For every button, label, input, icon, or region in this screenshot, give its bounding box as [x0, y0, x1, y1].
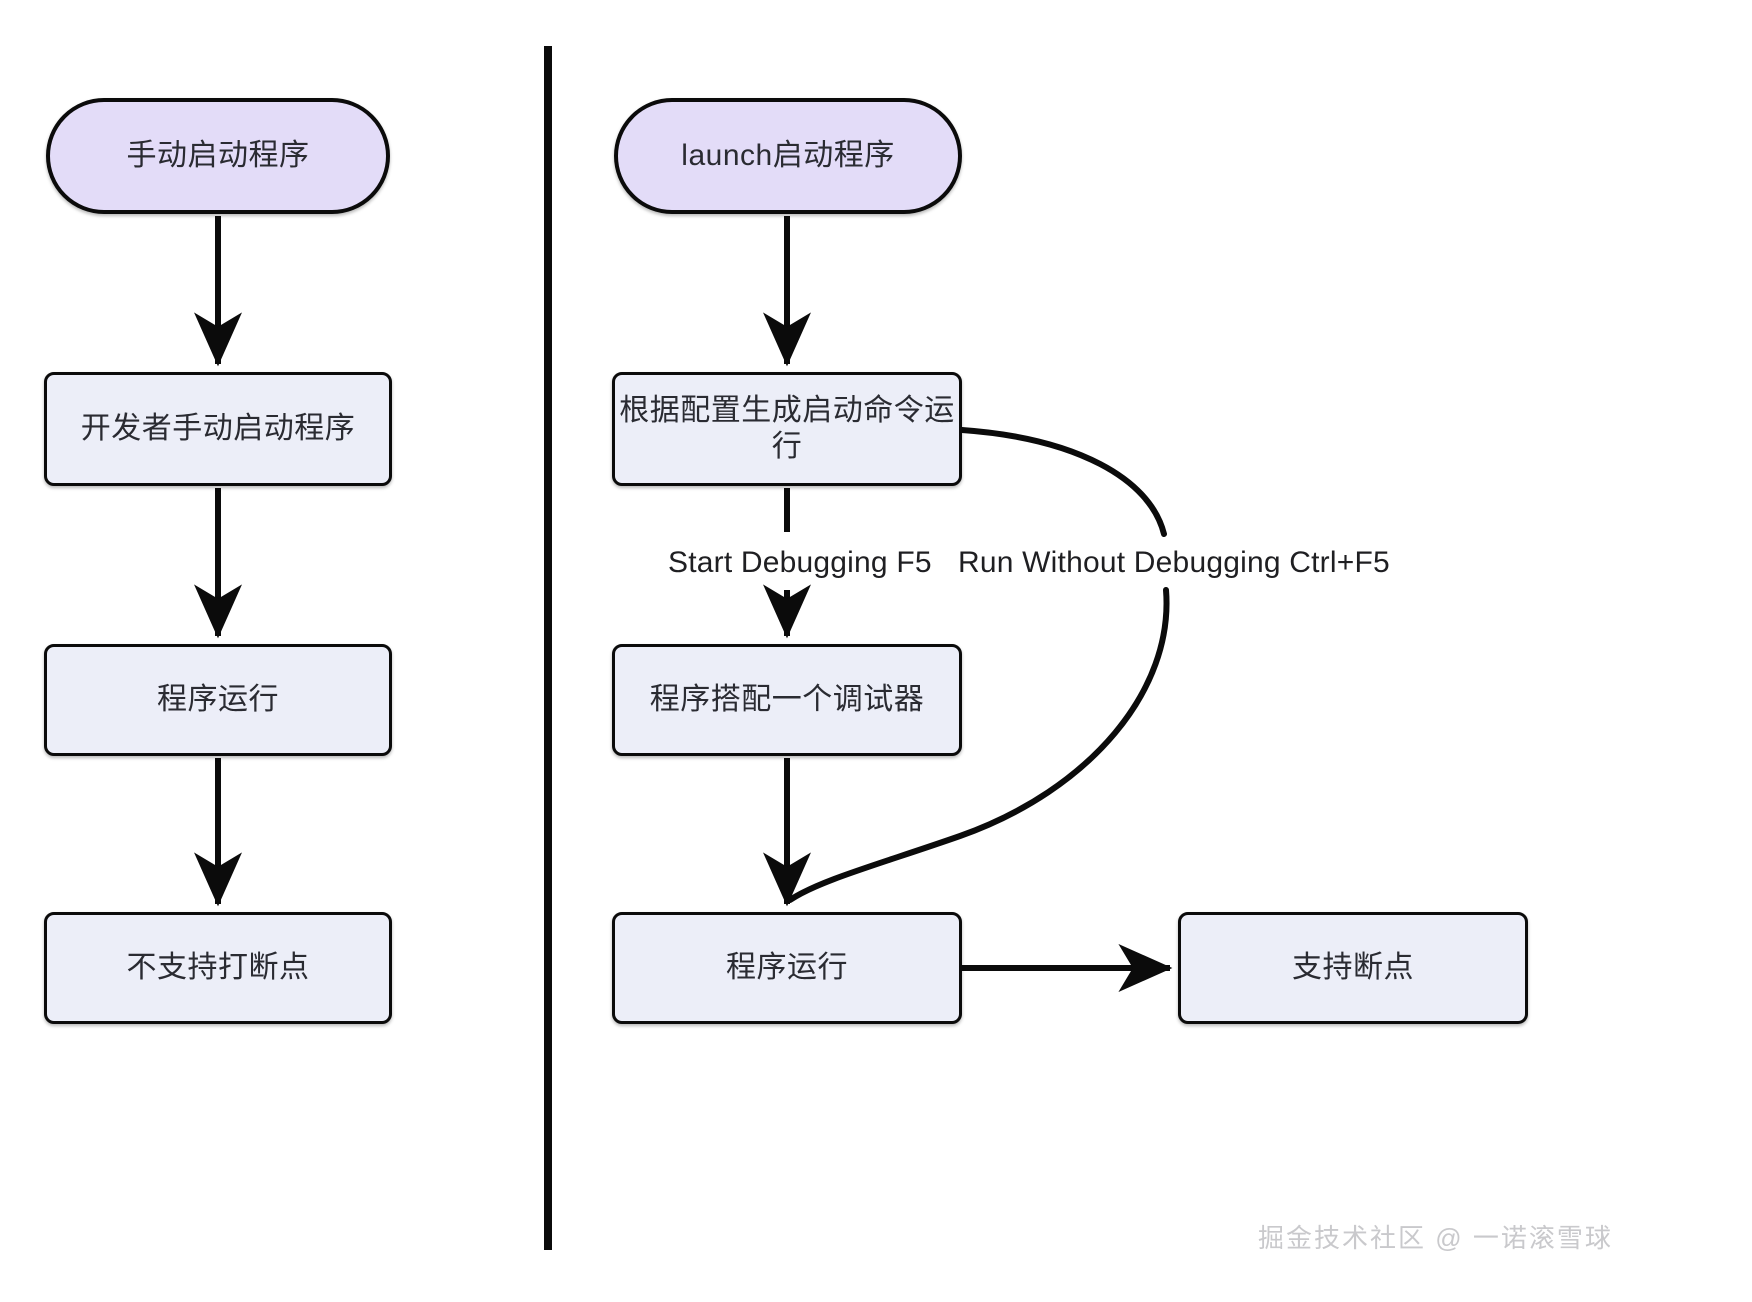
node-generate-command-label: 根据配置生成启动命令运行	[619, 394, 955, 463]
node-manual-start[interactable]: 手动启动程序	[46, 98, 390, 214]
node-no-breakpoint-label: 不支持打断点	[126, 951, 310, 984]
node-support-breakpoint[interactable]: 支持断点	[1178, 912, 1528, 1024]
node-program-run-right[interactable]: 程序运行	[612, 912, 962, 1024]
node-developer-manual-start[interactable]: 开发者手动启动程序	[44, 372, 392, 486]
node-program-with-debugger-label: 程序搭配一个调试器	[649, 683, 925, 716]
edge-label-start-debugging: Start Debugging F5	[668, 546, 932, 579]
node-generate-command[interactable]: 根据配置生成启动命令运行	[612, 372, 962, 486]
node-developer-manual-start-label: 开发者手动启动程序	[80, 412, 356, 445]
node-program-run-left[interactable]: 程序运行	[44, 644, 392, 756]
node-program-with-debugger[interactable]: 程序搭配一个调试器	[612, 644, 962, 756]
node-launch-start[interactable]: launch启动程序	[614, 98, 962, 214]
node-program-run-left-label: 程序运行	[157, 683, 279, 716]
node-no-breakpoint[interactable]: 不支持打断点	[44, 912, 392, 1024]
node-support-breakpoint-label: 支持断点	[1292, 951, 1414, 984]
node-launch-start-label: launch启动程序	[681, 139, 895, 172]
edge-label-run-without-debugging: Run Without Debugging Ctrl+F5	[958, 546, 1390, 579]
node-program-run-right-label: 程序运行	[726, 951, 848, 984]
watermark: 掘金技术社区 @ 一诺滚雪球	[1258, 1223, 1613, 1253]
edge-generate-to-run-curve-upper	[959, 427, 1167, 537]
node-manual-start-label: 手动启动程序	[126, 139, 310, 172]
